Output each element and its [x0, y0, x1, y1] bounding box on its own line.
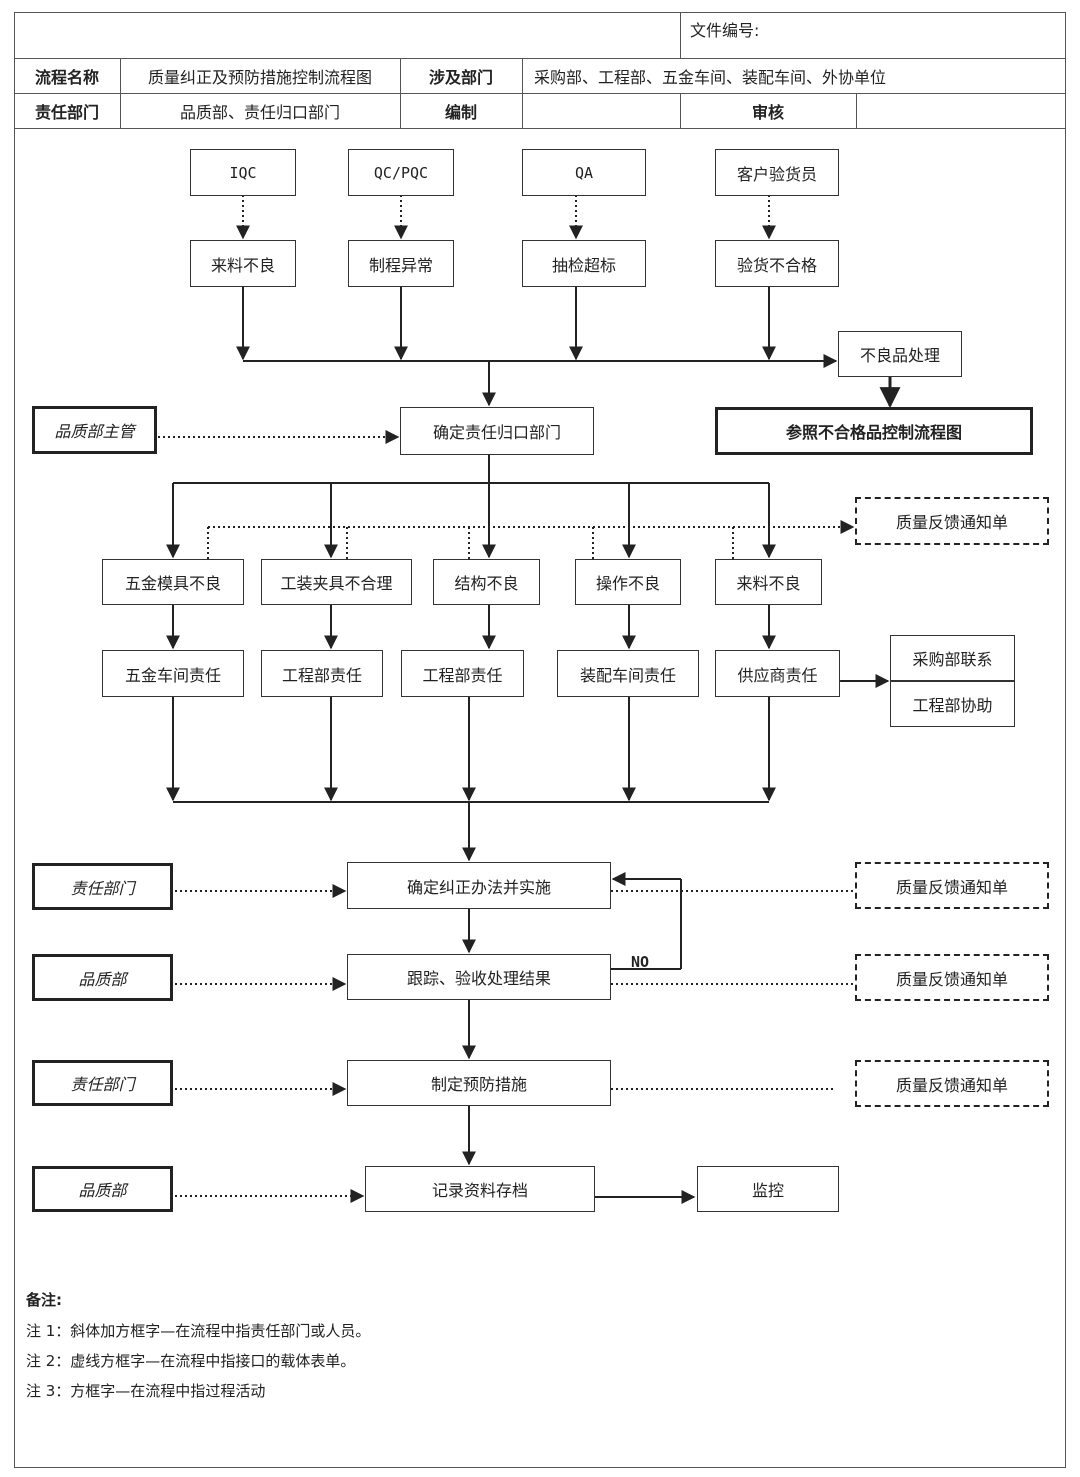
- engineering-assist-box: 工程部协助: [890, 681, 1015, 727]
- involved-depts: 采购部、工程部、五金车间、装配车间、外协单位: [534, 67, 887, 87]
- no-label: NO: [631, 953, 650, 971]
- feedback-form-box: 质量反馈通知单: [855, 497, 1049, 545]
- role-box-3: 责任部门: [32, 1060, 173, 1106]
- purchasing-contact-box: 采购部联系: [890, 635, 1015, 681]
- header-divider: [522, 58, 523, 128]
- header-divider: [14, 93, 1066, 94]
- header-divider: [680, 93, 681, 128]
- header-divider: [400, 58, 401, 128]
- category-incoming: 来料不良: [715, 559, 822, 605]
- document-frame: [14, 12, 1066, 1468]
- header-divider: [120, 58, 121, 128]
- determine-dept-box: 确定责任归口部门: [400, 407, 594, 455]
- resp-engineering-2: 工程部责任: [401, 650, 524, 697]
- role-box-2: 品质部: [32, 954, 173, 1001]
- resp-engineering-1: 工程部责任: [261, 650, 383, 697]
- source-qa: QA: [522, 149, 646, 196]
- resp-hardware-workshop: 五金车间责任: [102, 650, 244, 697]
- source-iqc: IQC: [190, 149, 296, 196]
- issue-inspection-failed: 验货不合格: [715, 240, 839, 287]
- issue-incoming-defect: 来料不良: [190, 240, 296, 287]
- issue-process-abnormal: 制程异常: [348, 240, 454, 287]
- feedback-form-box: 质量反馈通知单: [855, 862, 1049, 909]
- qa-supervisor-box: 品质部主管: [32, 406, 157, 454]
- compile-label: 编制: [444, 102, 477, 122]
- note-item: 注 2：虚线方框字—在流程中指接口的载体表单。: [26, 1352, 356, 1370]
- review-label: 审核: [751, 102, 784, 122]
- header-divider: [14, 128, 1066, 129]
- category-hardware-mold: 五金模具不良: [102, 559, 244, 605]
- resp-dept-label: 责任部门: [34, 102, 99, 122]
- step-track-verify: 跟踪、验收处理结果: [347, 954, 611, 1000]
- source-customer-inspector: 客户验货员: [715, 149, 839, 196]
- step-corrective-action: 确定纠正办法并实施: [347, 862, 611, 909]
- step-preventive-measures: 制定预防措施: [347, 1060, 611, 1106]
- resp-supplier: 供应商责任: [715, 650, 840, 697]
- issue-sampling-exceeded: 抽检超标: [522, 240, 646, 287]
- doc-number-label: 文件编号:: [690, 21, 760, 40]
- feedback-form-box: 质量反馈通知单: [855, 954, 1049, 1001]
- note-item: 注 3：方框字—在流程中指过程活动: [26, 1382, 266, 1400]
- step-archive-records: 记录资料存档: [365, 1166, 595, 1212]
- notes-title: 备注:: [26, 1291, 62, 1309]
- involved-depts-label: 涉及部门: [428, 67, 493, 87]
- resp-dept: 品质部、责任归口部门: [179, 102, 340, 122]
- process-name: 质量纠正及预防措施控制流程图: [147, 67, 372, 87]
- category-operation: 操作不良: [575, 559, 681, 605]
- header-divider: [14, 58, 1066, 59]
- refer-chart-box: 参照不合格品控制流程图: [715, 407, 1033, 455]
- monitor-box: 监控: [697, 1166, 839, 1212]
- feedback-form-box: 质量反馈通知单: [855, 1060, 1049, 1107]
- role-box-1: 责任部门: [32, 863, 173, 910]
- header-divider: [680, 12, 681, 58]
- category-structure: 结构不良: [433, 559, 540, 605]
- process-name-label: 流程名称: [34, 67, 99, 87]
- source-qc-pqc: QC/PQC: [348, 149, 454, 196]
- note-item: 注 1：斜体加方框字—在流程中指责任部门或人员。: [26, 1322, 371, 1340]
- category-fixture: 工装夹具不合理: [261, 559, 412, 605]
- header-divider: [856, 93, 857, 128]
- defect-handling-box: 不良品处理: [838, 331, 962, 377]
- resp-assembly-workshop: 装配车间责任: [557, 650, 699, 697]
- role-box-4: 品质部: [32, 1166, 173, 1212]
